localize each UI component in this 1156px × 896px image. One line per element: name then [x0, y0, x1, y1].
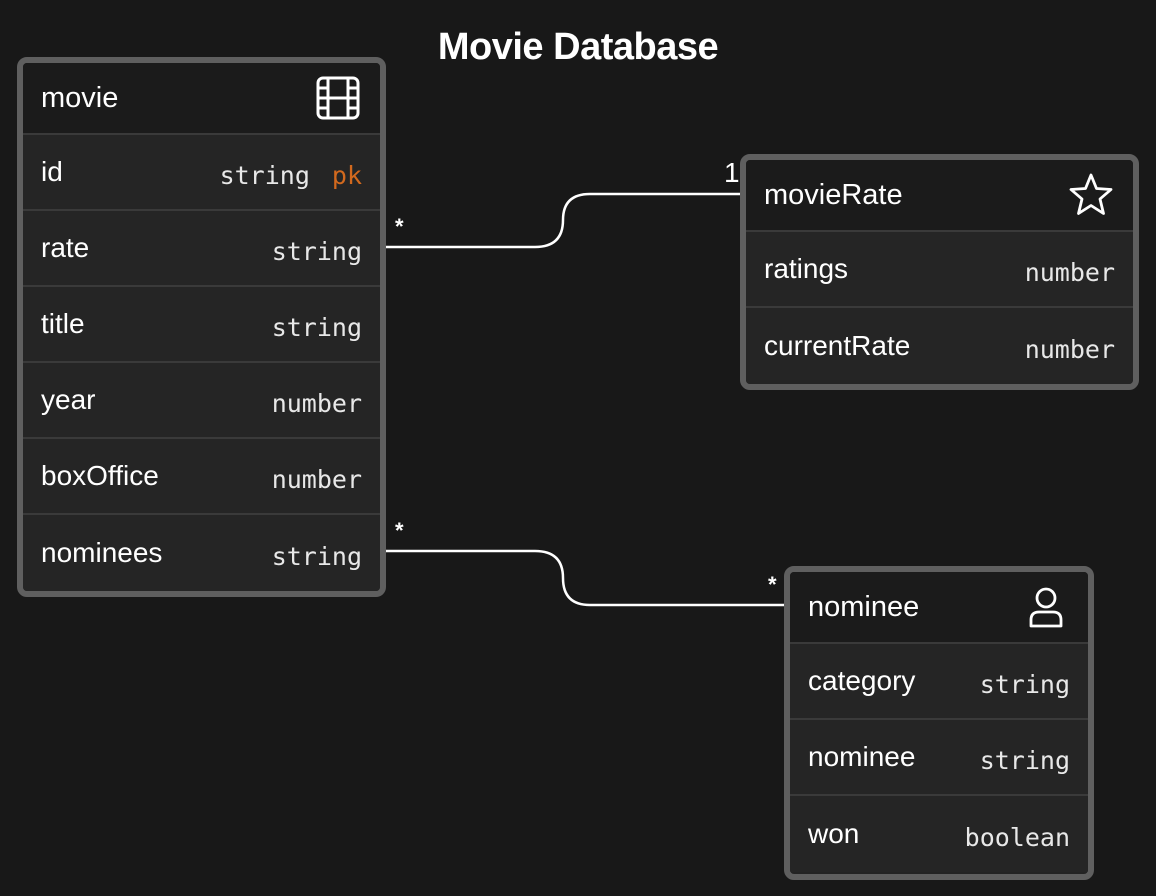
field-row-currentrate[interactable]: currentRate number	[746, 308, 1133, 384]
field-type: string	[979, 745, 1070, 775]
cardinality-nominees-many: *	[395, 518, 404, 543]
field-type: string	[271, 312, 362, 342]
relation-line-nominees-nominee	[373, 549, 799, 607]
field-type: number	[271, 388, 362, 418]
field-type: string	[271, 236, 362, 266]
field-name: category	[808, 665, 916, 696]
entity-name-movierate: movieRate	[764, 178, 903, 211]
entity-header-nominee[interactable]: nominee	[790, 572, 1088, 644]
person-icon	[1022, 583, 1070, 631]
field-row-nominee[interactable]: nominee string	[790, 720, 1088, 796]
relation-line-rate-movierate	[373, 192, 753, 249]
field-type: number	[1024, 257, 1115, 287]
field-type: string	[219, 160, 310, 190]
entity-name-nominee: nominee	[808, 590, 920, 623]
primary-key-badge: pk	[331, 160, 362, 190]
entity-header-movie[interactable]: movie	[23, 63, 380, 135]
diagram-title: Movie Database	[437, 26, 719, 68]
field-row-id[interactable]: id string pk	[23, 135, 380, 211]
field-type: string	[271, 541, 362, 571]
field-row-title[interactable]: title string	[23, 287, 380, 363]
field-name: won	[808, 818, 860, 849]
field-name: nominees	[41, 537, 163, 568]
field-type: string	[979, 669, 1070, 699]
entity-name-movie: movie	[41, 81, 119, 114]
entity-movie[interactable]: movie id string pk rate string title str…	[17, 57, 386, 597]
field-row-category[interactable]: category string	[790, 644, 1088, 720]
field-type: number	[1024, 334, 1115, 364]
field-name: nominee	[808, 741, 916, 772]
field-name: title	[41, 308, 85, 339]
field-type: number	[271, 464, 362, 494]
field-row-nominees[interactable]: nominees string	[23, 515, 380, 591]
field-row-won[interactable]: won boolean	[790, 796, 1088, 872]
field-row-rate[interactable]: rate string	[23, 211, 380, 287]
entity-movierate[interactable]: movieRate ratings number currentRate num…	[740, 154, 1139, 390]
entity-nominee[interactable]: nominee category string nominee string w…	[784, 566, 1094, 880]
field-name: currentRate	[764, 330, 911, 361]
field-name: boxOffice	[41, 460, 159, 491]
cardinality-movierate-one: 1	[724, 157, 740, 188]
field-type: boolean	[964, 822, 1070, 852]
field-name: rate	[41, 232, 90, 263]
field-name: ratings	[764, 253, 849, 284]
field-row-ratings[interactable]: ratings number	[746, 232, 1133, 308]
cardinality-nominee-many: *	[768, 572, 777, 597]
cardinality-rate-many: *	[395, 214, 404, 239]
entity-header-movierate[interactable]: movieRate	[746, 160, 1133, 232]
star-icon	[1067, 171, 1115, 219]
field-row-boxoffice[interactable]: boxOffice number	[23, 439, 380, 515]
field-name: id	[41, 156, 63, 187]
field-row-year[interactable]: year number	[23, 363, 380, 439]
film-icon	[314, 74, 362, 122]
field-name: year	[41, 384, 96, 415]
